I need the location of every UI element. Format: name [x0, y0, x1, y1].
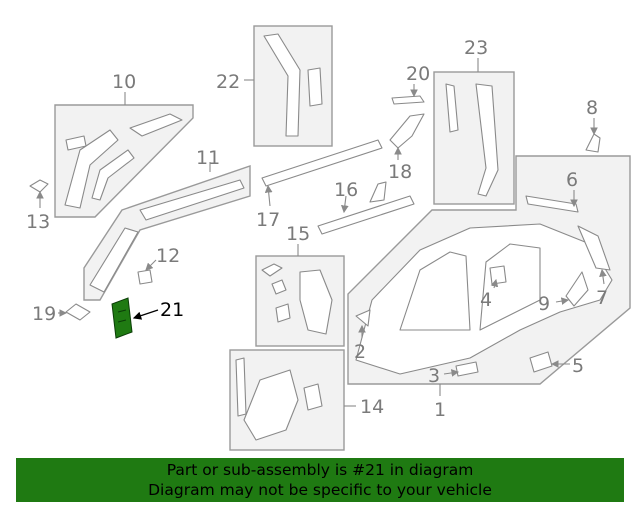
callout-23: 23: [464, 37, 488, 59]
part-17: [261, 139, 383, 187]
panel-group-15: [255, 244, 345, 347]
panel-group-23: [433, 58, 515, 205]
part-8: [585, 133, 601, 153]
panel-group-14: [229, 349, 356, 451]
panel-group-22: [244, 25, 333, 147]
callout-16: 16: [334, 179, 358, 201]
callout-9: 9: [538, 293, 550, 315]
callout-11: 11: [196, 147, 220, 169]
panel-group-11: [83, 162, 251, 301]
callout-8: 8: [586, 97, 598, 119]
callout-3: 3: [428, 365, 440, 387]
panel-group-10: [54, 92, 194, 218]
callout-19: 19: [32, 303, 56, 325]
callout-7: 7: [596, 287, 608, 309]
part-20: [391, 95, 425, 105]
callout-17: 17: [256, 209, 280, 231]
banner-line-1: Part or sub-assembly is #21 in diagram: [166, 461, 474, 479]
callout-15: 15: [286, 223, 310, 245]
callout-10: 10: [112, 71, 136, 93]
callout-13: 13: [26, 211, 50, 233]
part-18: [389, 113, 425, 149]
info-banner: Part or sub-assembly is #21 in diagram D…: [16, 458, 624, 502]
callout-6: 6: [566, 169, 578, 191]
panel-group-1: [347, 155, 631, 396]
callout-20: 20: [406, 63, 430, 85]
part-21: [111, 297, 133, 339]
part-12: [137, 269, 153, 285]
part-19: [65, 303, 91, 321]
callout-21: 21: [160, 299, 184, 321]
callout-22: 22: [216, 71, 240, 93]
part-13: [29, 179, 49, 193]
callout-2: 2: [354, 341, 366, 363]
callout-14: 14: [360, 396, 384, 418]
part-16: [317, 181, 415, 235]
callout-1: 1: [434, 399, 446, 421]
banner-line-2: Diagram may not be specific to your vehi…: [148, 481, 492, 499]
callout-12: 12: [156, 245, 180, 267]
callout-5: 5: [572, 355, 584, 377]
callout-4: 4: [480, 289, 492, 311]
parts-diagram: 10 13 11 12 19 21 22 17 20 18: [26, 25, 631, 451]
callout-18: 18: [388, 161, 412, 183]
